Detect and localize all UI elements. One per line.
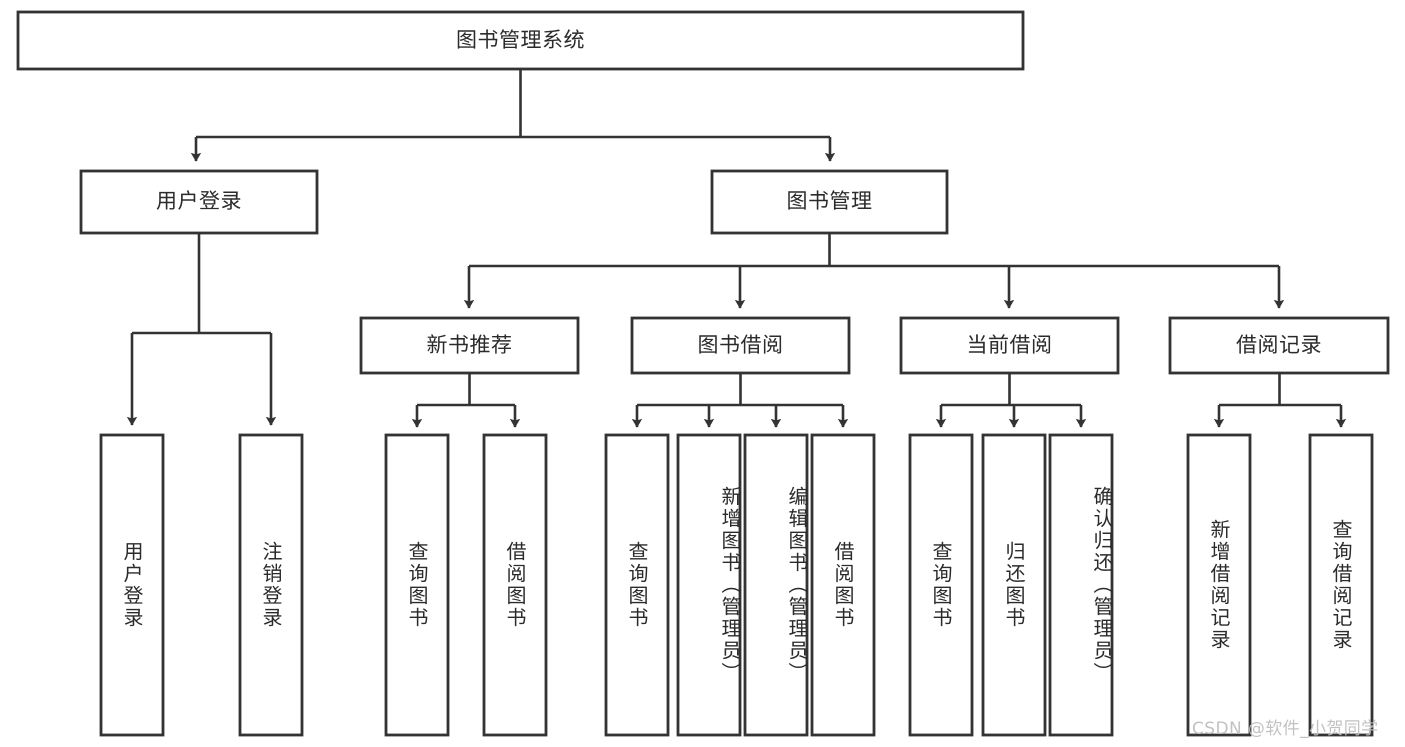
leaf-box-leaf-logout (238, 433, 304, 737)
node-box-root (16, 10, 1025, 71)
node-box-book-borrow (630, 316, 851, 375)
leaf-box-leaf-query-record (1308, 433, 1374, 737)
leaf-box-leaf-confirm-return (1048, 433, 1114, 737)
leaf-box-leaf-add-book (676, 433, 742, 737)
leaf-box-leaf-query-book-3 (908, 433, 974, 737)
csdn-watermark: CSDN @软件_小贺同学 (1192, 719, 1379, 739)
leaf-box-leaf-query-book-1 (384, 433, 450, 737)
node-box-borrow-record (1168, 316, 1390, 375)
node-box-book-manage (710, 169, 949, 235)
leaf-box-leaf-user-login (99, 433, 165, 737)
node-box-user-login (79, 169, 319, 235)
leaf-box-leaf-add-record (1186, 433, 1252, 737)
leaf-box-leaf-return-book (981, 433, 1047, 737)
leaf-box-leaf-borrow-book-1 (482, 433, 548, 737)
node-box-current-borrow (899, 316, 1120, 375)
leaf-box-leaf-query-book-2 (604, 433, 670, 737)
leaf-box-leaf-edit-book (743, 433, 809, 737)
node-box-new-book-recommend (359, 316, 580, 375)
leaf-box-leaf-borrow-book-2 (810, 433, 876, 737)
